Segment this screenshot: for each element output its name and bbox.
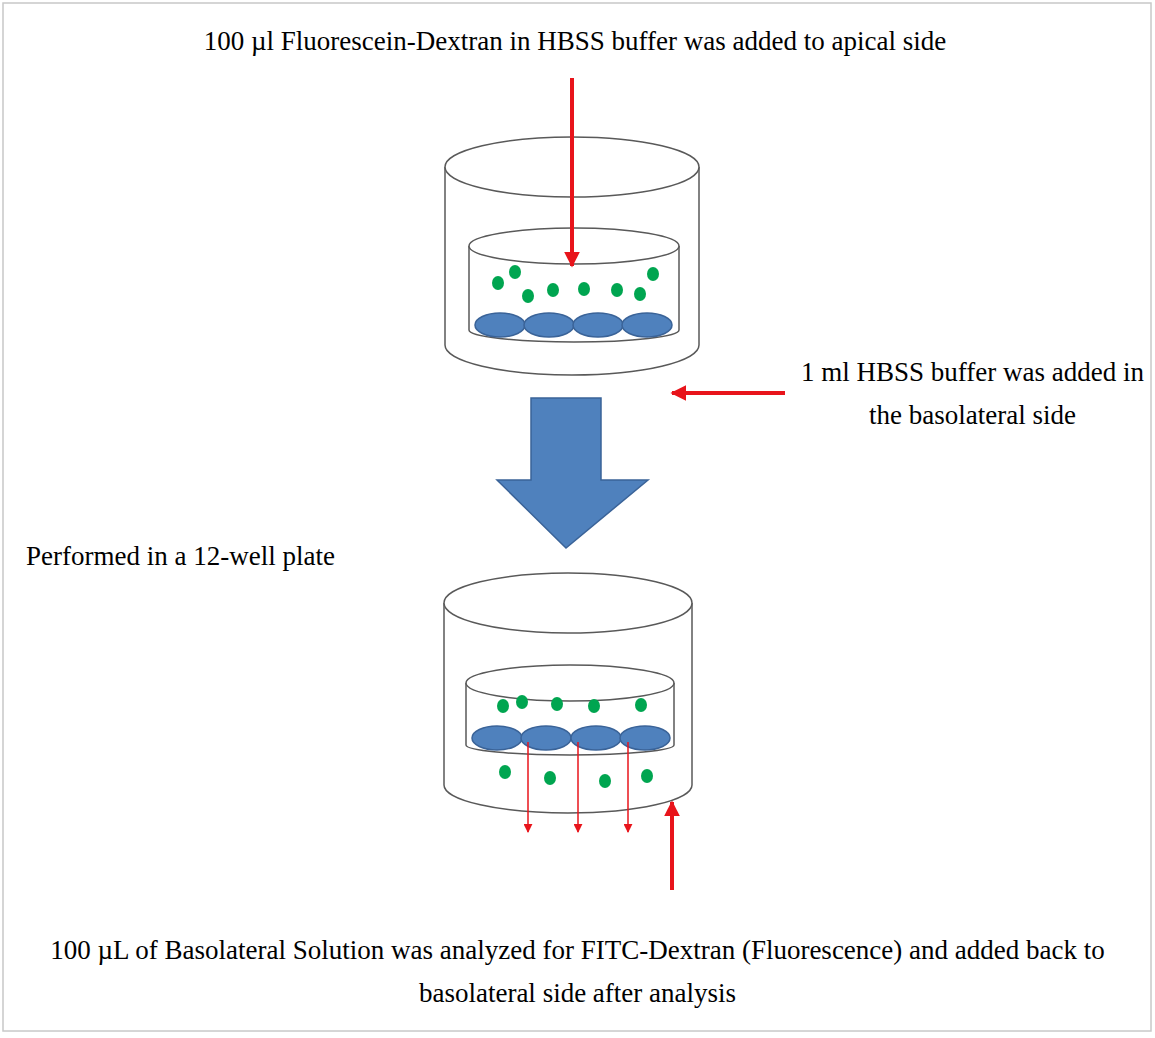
addition-arrow bbox=[570, 78, 574, 266]
cell bbox=[475, 313, 525, 337]
cell-monolayer bbox=[475, 313, 672, 337]
dextran-dot bbox=[509, 265, 521, 279]
cell bbox=[573, 313, 623, 337]
dextran-dot bbox=[547, 283, 559, 297]
dextran-dot bbox=[499, 765, 511, 779]
fitc-dextran-dots bbox=[492, 265, 659, 303]
cell bbox=[472, 726, 522, 750]
dextran-dot bbox=[588, 699, 600, 713]
diffusion-arrow bbox=[527, 742, 529, 832]
cell-monolayer bbox=[472, 726, 670, 750]
sampling-arrow bbox=[670, 802, 674, 890]
step-note: 100 µL of Basolateral Solution was analy… bbox=[20, 929, 1135, 1015]
diffusion-arrows bbox=[528, 742, 628, 832]
process-arrow bbox=[497, 398, 648, 548]
dextran-dot bbox=[544, 771, 556, 785]
dextran-dot bbox=[634, 287, 646, 301]
dextran-dot bbox=[522, 289, 534, 303]
step-note: 100 µl Fluorescein-Dextran in HBSS buffe… bbox=[60, 20, 1090, 63]
fitc-dextran-dots bbox=[497, 695, 653, 788]
transwell-bottom bbox=[444, 573, 692, 813]
dextran-dot bbox=[635, 698, 647, 712]
insert-rim bbox=[466, 665, 674, 701]
frame-border bbox=[3, 3, 1151, 1031]
dextran-dot bbox=[578, 282, 590, 296]
step-note: 1 ml HBSS buffer was added in the basola… bbox=[800, 351, 1145, 437]
cell bbox=[524, 313, 574, 337]
dextran-dot bbox=[516, 695, 528, 709]
addition-arrow bbox=[672, 391, 785, 395]
diffusion-arrow bbox=[577, 742, 579, 832]
dextran-dot bbox=[551, 697, 563, 711]
outer-well-rim bbox=[444, 573, 692, 633]
outer-well-wall bbox=[444, 603, 692, 813]
dextran-dot bbox=[611, 283, 623, 297]
dextran-dot bbox=[492, 276, 504, 290]
cell bbox=[622, 313, 672, 337]
diffusion-arrow bbox=[627, 742, 629, 832]
plate-note: Performed in a 12-well plate bbox=[26, 535, 446, 578]
dextran-dot bbox=[641, 769, 653, 783]
dextran-dot bbox=[497, 699, 509, 713]
dextran-dot bbox=[599, 774, 611, 788]
dextran-dot bbox=[647, 267, 659, 281]
